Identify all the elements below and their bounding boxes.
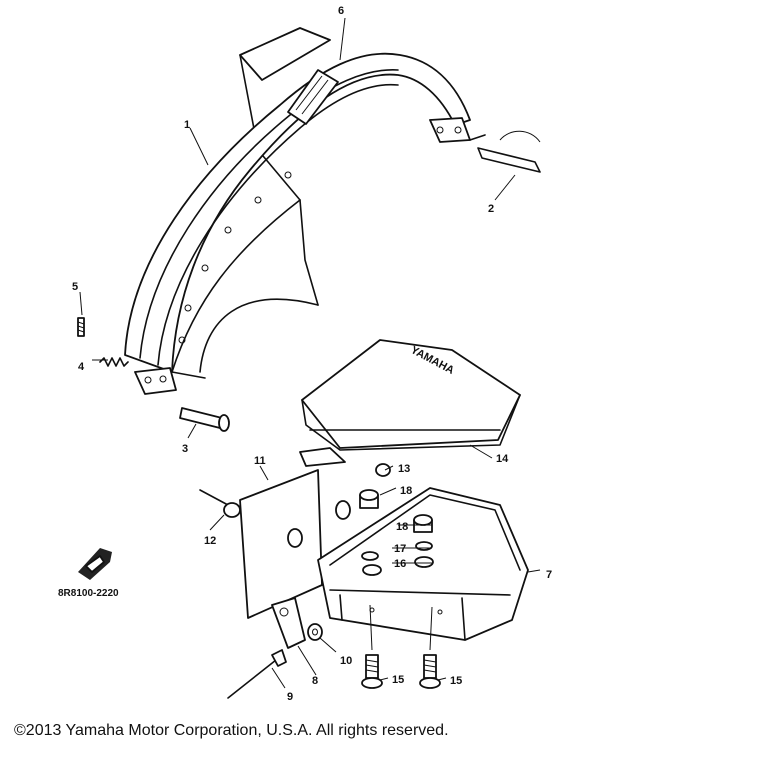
leader-lines xyxy=(79,17,541,689)
bolt-right xyxy=(419,654,441,689)
pin xyxy=(179,407,230,432)
small-bracket xyxy=(271,597,306,649)
callout-9: 9 xyxy=(287,691,293,703)
callout-15-left: 15 xyxy=(392,674,404,686)
callouts: 1 2 3 4 5 6 7 8 9 10 11 12 13 14 15 15 1… xyxy=(72,5,552,703)
fender-label xyxy=(287,69,339,125)
battery-cover: YAMAHA xyxy=(299,339,521,467)
latch-hook xyxy=(469,130,541,173)
screw-grommet xyxy=(199,489,241,518)
bolt-left xyxy=(361,654,383,689)
callout-13: 13 xyxy=(398,463,410,475)
callout-7: 7 xyxy=(546,569,552,581)
callout-4: 4 xyxy=(78,361,85,373)
set-screw xyxy=(77,317,85,337)
part-code: 8R8100-2220 xyxy=(58,588,119,599)
callout-3: 3 xyxy=(182,443,188,455)
spring-small xyxy=(99,357,129,367)
callout-12: 12 xyxy=(204,535,216,547)
washer xyxy=(307,623,323,641)
copyright-notice: ©2013 Yamaha Motor Corporation, U.S.A. A… xyxy=(14,722,449,739)
callout-1: 1 xyxy=(184,119,190,131)
rear-fender xyxy=(124,27,471,395)
callout-18-upper: 18 xyxy=(400,485,412,497)
callout-5: 5 xyxy=(72,281,78,293)
callout-8: 8 xyxy=(312,675,318,687)
callout-10: 10 xyxy=(340,655,352,667)
callout-17: 17 xyxy=(394,543,406,555)
callout-6: 6 xyxy=(338,5,344,17)
callout-18-lower: 18 xyxy=(396,521,408,533)
callout-15-right: 15 xyxy=(450,675,462,687)
callout-14: 14 xyxy=(496,453,509,465)
callout-2: 2 xyxy=(488,203,494,215)
callout-11: 11 xyxy=(254,455,266,467)
callout-16: 16 xyxy=(394,558,406,570)
dampers xyxy=(359,463,434,576)
long-screw xyxy=(227,649,287,699)
mounting-plate xyxy=(239,469,351,619)
model-thumbnail xyxy=(78,548,112,580)
